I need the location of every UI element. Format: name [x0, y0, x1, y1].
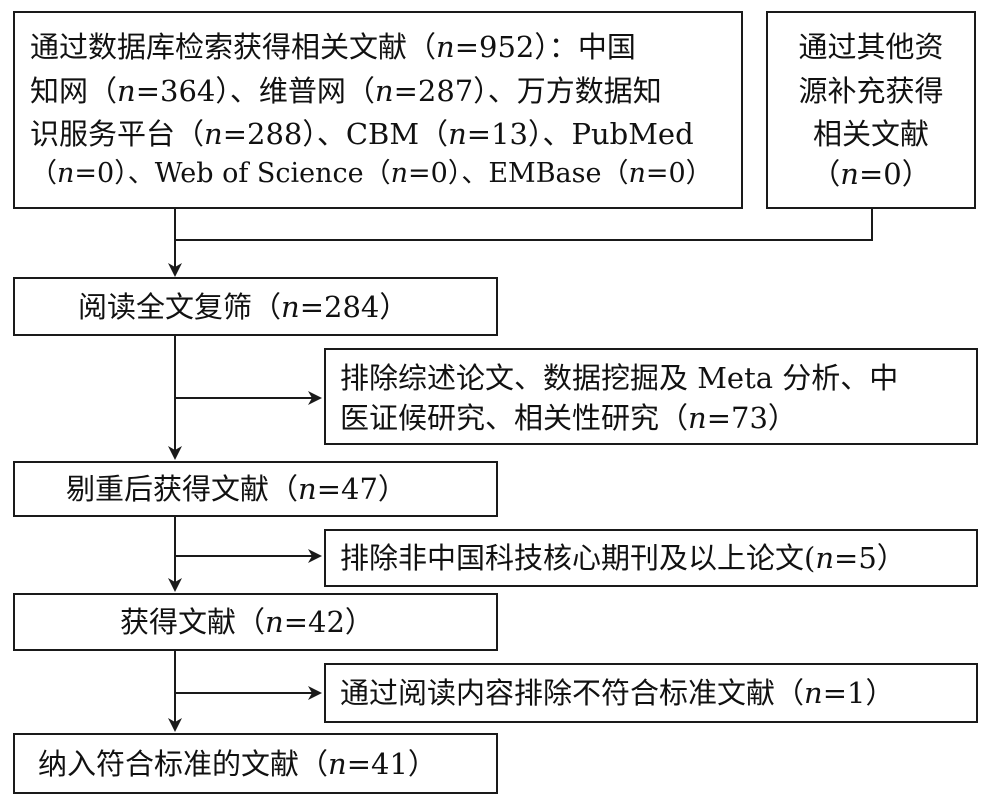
db-search-line-2: 知网（n=364）、维普网（n=287）、万方数据知	[30, 74, 662, 108]
other-sources-box	[766, 11, 976, 209]
exclude-1-box	[324, 348, 978, 445]
exclude-2-label: 排除非中国科技核心期刊及以上论文(n=5）	[340, 541, 906, 575]
other-sources-line-1: 通过其他资	[798, 30, 944, 64]
exclude-3-label: 通过阅读内容排除不符合标准文献（n=1）	[340, 676, 895, 710]
included-box	[13, 733, 498, 794]
obtained-box	[13, 593, 498, 651]
fulltext-review-box	[13, 277, 498, 336]
db-search-line-1: 通过数据库检索获得相关文献（n=952）：中国	[30, 30, 636, 64]
exclude-1-line-2: 医证候研究、相关性研究（n=73）	[340, 401, 797, 435]
other-sources-line-3: 相关文献	[812, 117, 929, 151]
db-search-box	[13, 11, 743, 209]
exclude-2-box	[324, 529, 978, 587]
dedup-box	[13, 461, 498, 517]
exclude-3-box	[324, 663, 978, 723]
obtained-label: 获得文献（n=42）	[120, 605, 374, 639]
other-sources-line-4: （n=0）	[811, 157, 931, 191]
other-sources-line-2: 源补充获得	[798, 74, 944, 108]
fulltext-review-label: 阅读全文复筛（n=284）	[78, 290, 409, 324]
included-label: 纳入符合标准的文献（n=41）	[38, 747, 437, 781]
exclude-1-line-1: 排除综述论文、数据挖掘及 Meta 分析、中	[340, 361, 899, 395]
db-search-line-3: 识服务平台（n=288）、CBM（n=13）、PubMed	[30, 117, 694, 151]
db-search-line-4: （n=0）、Web of Science（n=0）、EMBase（n=0）	[30, 158, 713, 189]
merge-line	[174, 208, 873, 241]
dedup-label: 剔重后获得文献（n=47）	[66, 472, 407, 506]
